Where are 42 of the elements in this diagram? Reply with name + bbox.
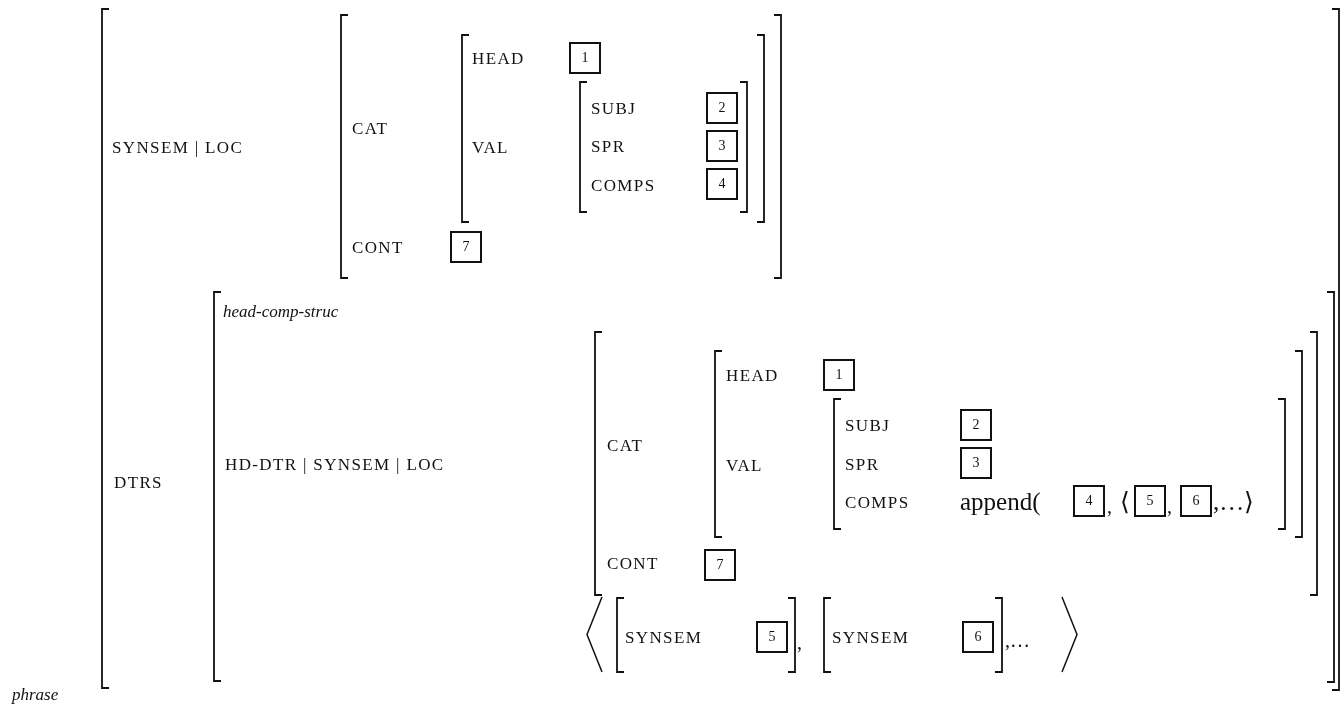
attribute-label: SPR — [591, 137, 626, 155]
tag-box: 1 — [823, 359, 855, 391]
tag-box: 3 — [706, 130, 738, 162]
tag-box: 4 — [1073, 485, 1105, 517]
attribute-label: VAL — [726, 456, 763, 474]
attribute-label: HD-DTR | SYNSEM | LOC — [225, 455, 445, 473]
attribute-label: HEAD — [472, 49, 525, 67]
function-text: ,…⟩ — [1213, 488, 1255, 514]
attribute-label: SUBJ — [591, 99, 637, 117]
punctuation: , — [797, 632, 802, 652]
attribute-label: SYNSEM — [625, 628, 703, 646]
tag-box: 7 — [704, 549, 736, 581]
attribute-label: COMPS — [591, 176, 656, 194]
punctuation: , — [1107, 496, 1112, 516]
tag-box: 6 — [962, 621, 994, 653]
attribute-label: DTRS — [114, 473, 163, 491]
attribute-label: SYNSEM — [832, 628, 910, 646]
attribute-label: CAT — [352, 119, 389, 137]
tag-box: 3 — [960, 447, 992, 479]
tag-box: 5 — [756, 621, 788, 653]
punctuation: , — [1167, 496, 1172, 516]
attribute-label: CONT — [607, 554, 659, 572]
tag-box: 7 — [450, 231, 482, 263]
attribute-label: SUBJ — [845, 416, 891, 434]
attribute-label: CAT — [607, 436, 644, 454]
punctuation: ,… — [1005, 630, 1030, 650]
attribute-label: HEAD — [726, 366, 779, 384]
tag-box: 1 — [569, 42, 601, 74]
attribute-label: SPR — [845, 455, 880, 473]
tag-box: 4 — [706, 168, 738, 200]
type-label: head-comp-struc — [223, 302, 339, 320]
type-label: phrase — [12, 685, 59, 703]
attribute-label: CONT — [352, 238, 404, 256]
attribute-label: SYNSEM | LOC — [112, 138, 244, 156]
tag-box: 5 — [1134, 485, 1166, 517]
tag-box: 2 — [706, 92, 738, 124]
attribute-label: COMPS — [845, 493, 910, 511]
tag-box: 2 — [960, 409, 992, 441]
function-text: ⟨ — [1120, 488, 1130, 514]
attribute-label: VAL — [472, 138, 509, 156]
function-text: append( — [960, 488, 1041, 514]
tag-box: 6 — [1180, 485, 1212, 517]
